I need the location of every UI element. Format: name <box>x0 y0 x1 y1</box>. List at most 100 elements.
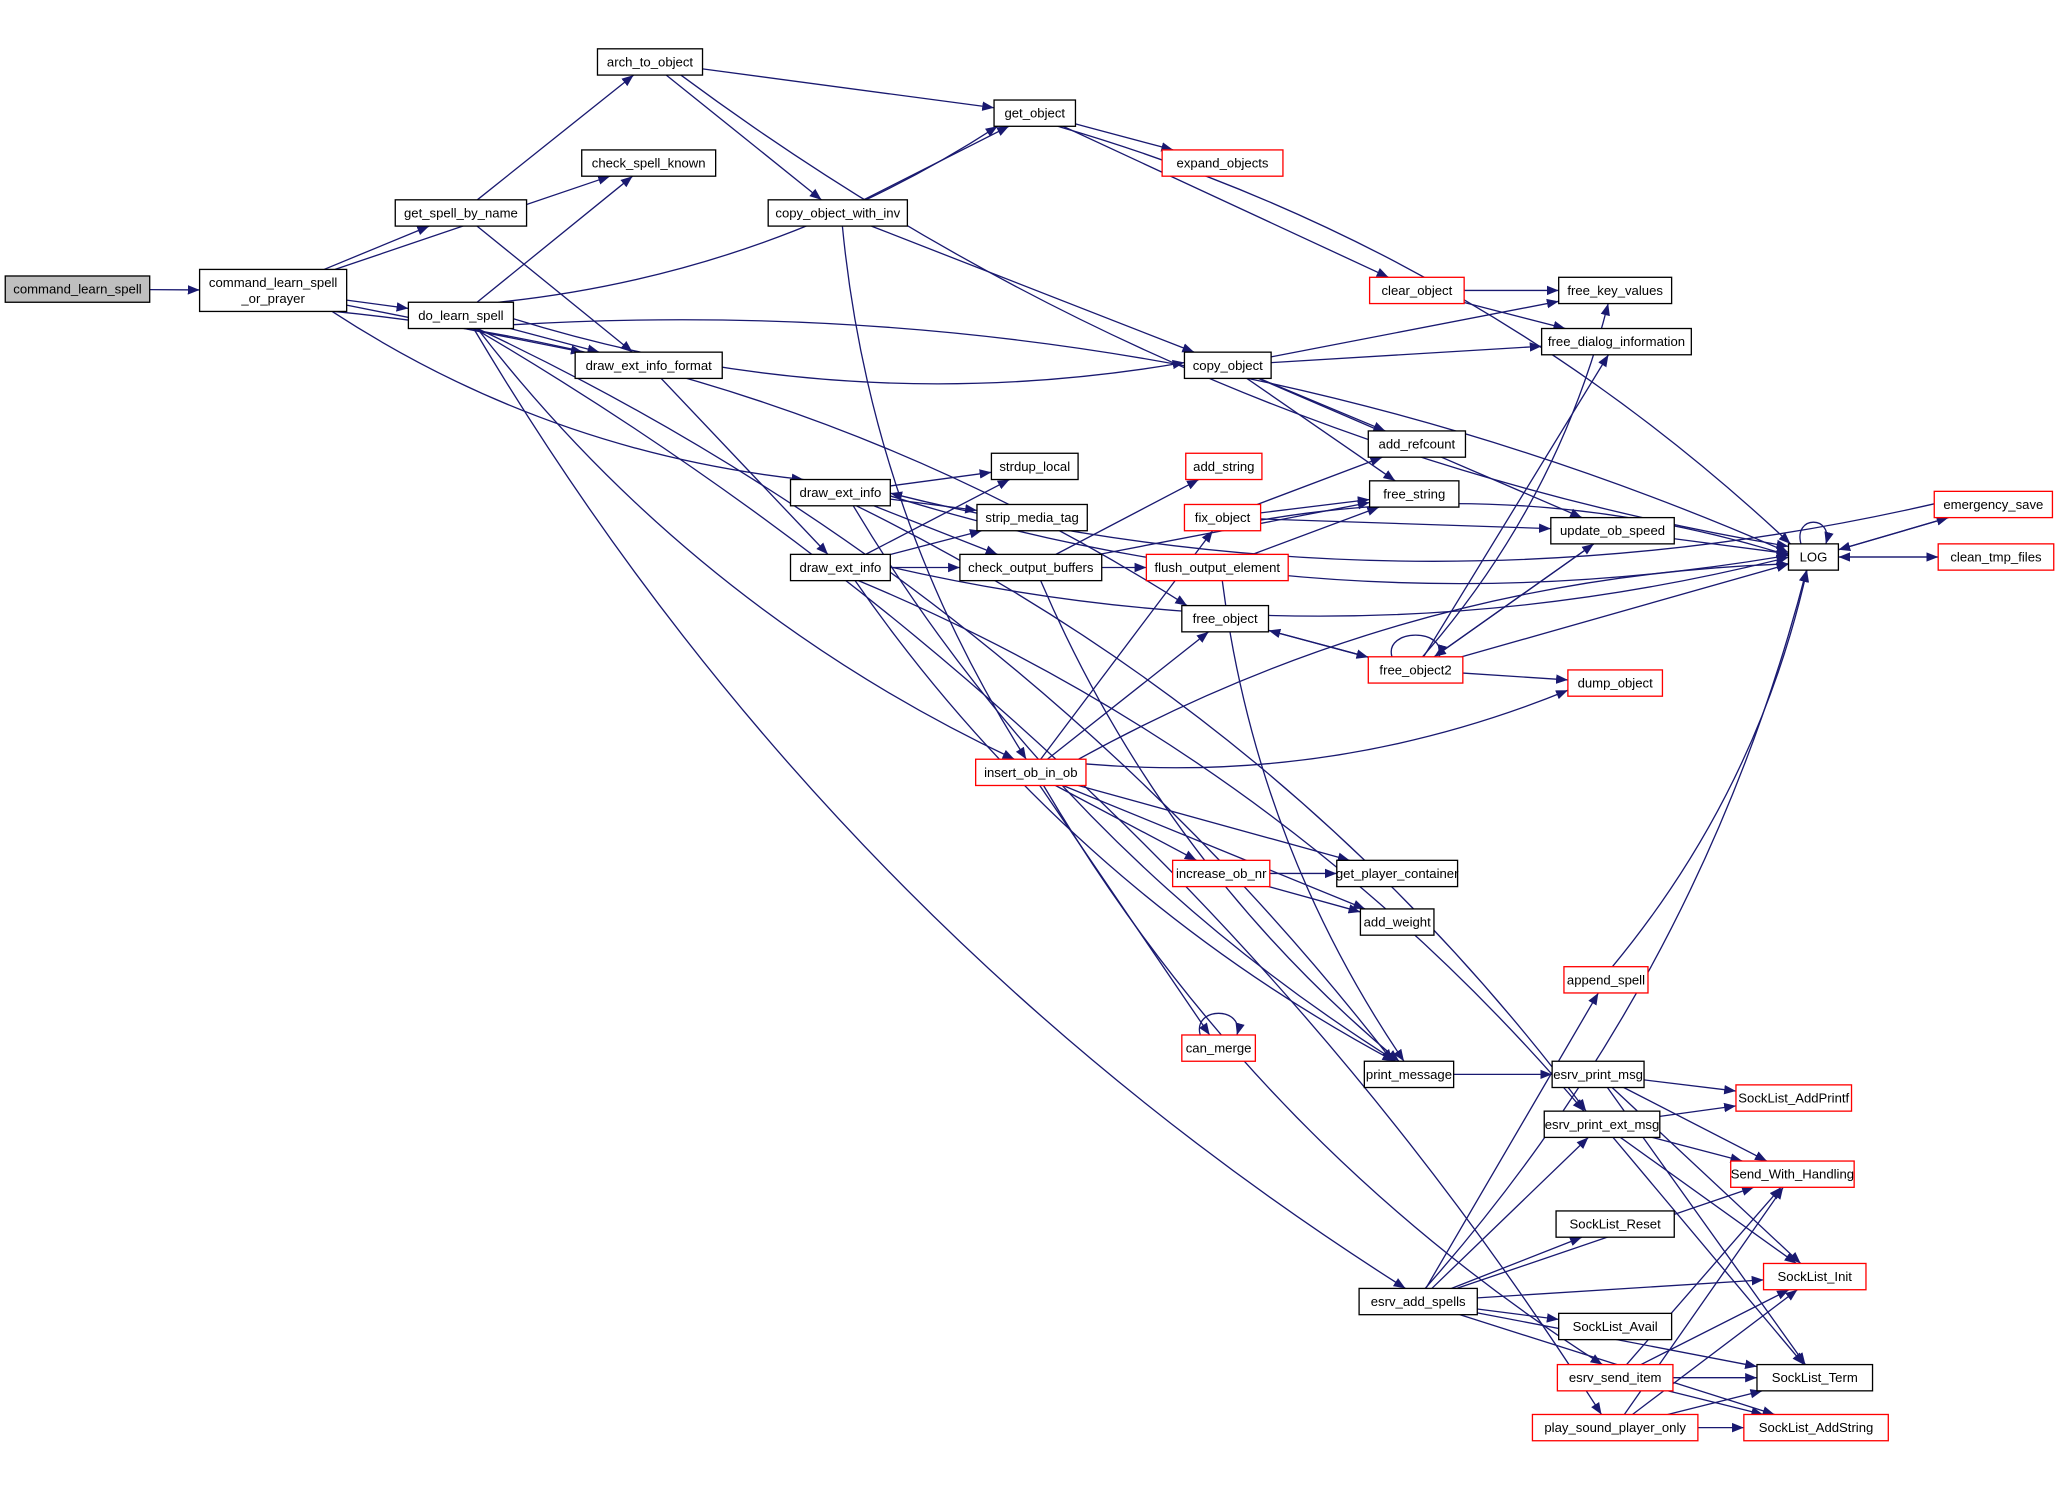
node-box[interactable] <box>574 351 723 380</box>
node-box[interactable] <box>1185 452 1263 481</box>
node-clean-tmp-files[interactable]: clean_tmp_files <box>1937 543 2055 571</box>
node-box[interactable] <box>1787 543 1840 571</box>
node-fix-object[interactable]: fix_object <box>1183 503 1262 532</box>
node-draw-ext-info-2[interactable]: draw_ext_info <box>789 553 891 582</box>
node-box[interactable] <box>394 199 528 227</box>
node-box[interactable] <box>1551 1060 1645 1089</box>
node-box[interactable] <box>198 268 348 313</box>
node-box[interactable] <box>789 553 891 582</box>
node-box[interactable] <box>1363 1060 1455 1089</box>
node-box[interactable] <box>1543 1110 1661 1139</box>
node-command-learn-spell[interactable]: command_learn_spell <box>4 275 151 303</box>
node-socklist-avail[interactable]: SockList_Avail <box>1558 1312 1673 1341</box>
node-box[interactable] <box>581 149 717 177</box>
node-box[interactable] <box>1181 1034 1257 1062</box>
node-box[interactable] <box>1161 149 1284 177</box>
node-copy-object-with-inv[interactable]: copy_object_with_inv <box>767 199 909 227</box>
node-box[interactable] <box>1756 1363 1874 1392</box>
node-box[interactable] <box>1367 430 1467 458</box>
node-draw-ext-info-format[interactable]: draw_ext_info_format <box>574 351 723 380</box>
node-box[interactable] <box>1730 1160 1855 1188</box>
node-free-key-values[interactable]: free_key_values <box>1558 276 1673 305</box>
node-box[interactable] <box>1183 503 1262 532</box>
node-socklist-reset[interactable]: SockList_Reset <box>1555 1210 1675 1238</box>
node-insert-ob-in-ob[interactable]: insert_ob_in_ob <box>975 758 1087 787</box>
node-esrv-send-item[interactable]: esrv_send_item <box>1556 1363 1674 1392</box>
node-get-spell-by-name[interactable]: get_spell_by_name <box>394 199 528 227</box>
node-play-sound-player-only[interactable]: play_sound_player_only <box>1531 1413 1699 1442</box>
node-free-object2[interactable]: free_object2 <box>1367 656 1464 684</box>
node-box[interactable] <box>1531 1413 1699 1442</box>
node-append-spell[interactable]: append_spell <box>1563 966 1649 994</box>
node-print-message[interactable]: print_message <box>1363 1060 1455 1089</box>
node-socklist-init[interactable]: SockList_Init <box>1762 1262 1867 1291</box>
node-do-learn-spell[interactable]: do_learn_spell <box>407 301 515 330</box>
node-add-string[interactable]: add_string <box>1185 452 1263 481</box>
node-free-object[interactable]: free_object <box>1181 604 1270 633</box>
node-send-with-handling[interactable]: Send_With_Handling <box>1730 1160 1855 1188</box>
node-socklist-term[interactable]: SockList_Term <box>1756 1363 1874 1392</box>
node-emergency-save[interactable]: emergency_save <box>1933 490 2054 519</box>
node-box[interactable] <box>1563 966 1649 994</box>
node-box[interactable] <box>4 275 151 303</box>
node-box[interactable] <box>1171 859 1271 888</box>
node-box[interactable] <box>1181 604 1270 633</box>
node-box[interactable] <box>1145 553 1289 582</box>
node-socklist-addstring[interactable]: SockList_AddString <box>1743 1413 1889 1442</box>
node-esrv-print-msg[interactable]: esrv_print_msg <box>1551 1060 1645 1089</box>
node-can-merge[interactable]: can_merge <box>1181 1034 1257 1062</box>
node-expand-objects[interactable]: expand_objects <box>1161 149 1284 177</box>
node-arch-to-object[interactable]: arch_to_object <box>596 48 704 76</box>
node-box[interactable] <box>596 48 704 76</box>
node-box[interactable] <box>975 758 1087 787</box>
node-box[interactable] <box>1368 276 1465 305</box>
node-update-ob-speed[interactable]: update_ob_speed <box>1550 516 1675 545</box>
node-box[interactable] <box>959 553 1103 582</box>
node-box[interactable] <box>1367 656 1464 684</box>
node-get-object[interactable]: get_object <box>993 99 1077 127</box>
node-box[interactable] <box>1556 1363 1674 1392</box>
node-flush-output-element[interactable]: flush_output_element <box>1145 553 1289 582</box>
node-draw-ext-info-1[interactable]: draw_ext_info <box>789 478 891 507</box>
node-box[interactable] <box>1359 908 1435 936</box>
node-box[interactable] <box>1735 1084 1853 1112</box>
node-box[interactable] <box>976 503 1088 532</box>
node-esrv-add-spells[interactable]: esrv_add_spells <box>1358 1287 1478 1316</box>
node-box[interactable] <box>789 478 891 507</box>
node-free-dialog-information[interactable]: free_dialog_information <box>1540 327 1692 356</box>
node-strdup-local[interactable]: strdup_local <box>990 452 1079 481</box>
node-strip-media-tag[interactable]: strip_media_tag <box>976 503 1088 532</box>
node-box[interactable] <box>990 452 1079 481</box>
node-get-player-container[interactable]: get_player_container <box>1336 859 1459 888</box>
node-add-weight[interactable]: add_weight <box>1359 908 1435 936</box>
node-add-refcount[interactable]: add_refcount <box>1367 430 1467 458</box>
node-clear-object[interactable]: clear_object <box>1368 276 1465 305</box>
node-box[interactable] <box>1358 1287 1478 1316</box>
node-esrv-print-ext-msg[interactable]: esrv_print_ext_msg <box>1543 1110 1661 1139</box>
node-box[interactable] <box>1336 859 1459 888</box>
node-box[interactable] <box>1558 1312 1673 1341</box>
node-box[interactable] <box>1368 480 1460 508</box>
node-box[interactable] <box>1558 276 1673 305</box>
node-check-spell-known[interactable]: check_spell_known <box>581 149 717 177</box>
node-box[interactable] <box>407 301 515 330</box>
node-command-learn-spell-or-prayer[interactable]: command_learn_spell_or_prayer <box>198 268 348 313</box>
node-box[interactable] <box>1550 516 1675 545</box>
node-dump-object[interactable]: dump_object <box>1567 669 1664 697</box>
node-increase-ob-nr[interactable]: increase_ob_nr <box>1171 859 1271 888</box>
node-copy-object[interactable]: copy_object <box>1183 351 1272 380</box>
node-box[interactable] <box>1567 669 1664 697</box>
node-box[interactable] <box>1555 1210 1675 1238</box>
node-box[interactable] <box>767 199 909 227</box>
node-box[interactable] <box>1933 490 2054 519</box>
node-box[interactable] <box>1540 327 1692 356</box>
node-socklist-addprintf[interactable]: SockList_AddPrintf <box>1735 1084 1853 1112</box>
node-box[interactable] <box>1937 543 2055 571</box>
node-log[interactable]: LOG <box>1787 543 1840 571</box>
node-box[interactable] <box>993 99 1077 127</box>
node-box[interactable] <box>1743 1413 1889 1442</box>
node-free-string[interactable]: free_string <box>1368 480 1460 508</box>
node-check-output-buffers[interactable]: check_output_buffers <box>959 553 1103 582</box>
node-box[interactable] <box>1183 351 1272 380</box>
node-box[interactable] <box>1762 1262 1867 1291</box>
